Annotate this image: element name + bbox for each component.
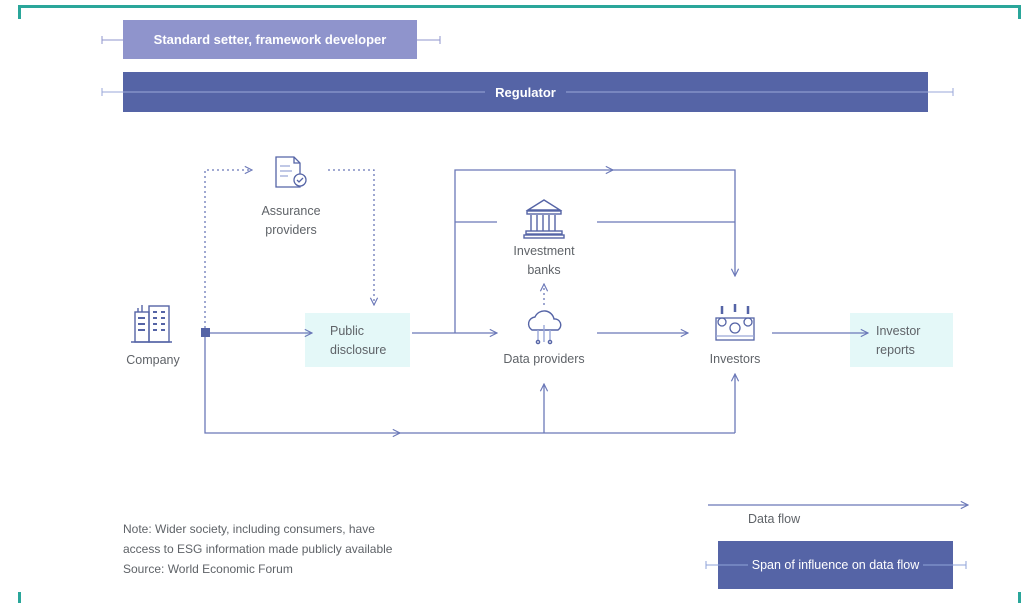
frame-right-tick bbox=[1018, 5, 1021, 19]
public-disclosure-line1: Public bbox=[330, 324, 365, 338]
bank-icon bbox=[523, 199, 565, 239]
span-of-influence-label: Span of influence on data flow bbox=[747, 558, 924, 572]
footnote-line1: Note: Wider society, including consumers… bbox=[123, 522, 375, 536]
bottom-route-line bbox=[204, 333, 735, 434]
investor-reports-line2: reports bbox=[876, 343, 915, 357]
assurance-label-line1: Assurance bbox=[261, 204, 321, 218]
building-icon bbox=[131, 305, 172, 343]
assurance-providers-label: Assurance providers bbox=[246, 202, 336, 240]
frame-left-tick bbox=[18, 5, 21, 19]
footnote-source: Source: World Economic Forum bbox=[123, 562, 293, 576]
investment-banks-line2: banks bbox=[527, 263, 561, 277]
regulator-label: Regulator bbox=[485, 84, 566, 100]
frame-bottom-left-tick bbox=[18, 592, 21, 603]
investors-label: Investors bbox=[709, 352, 761, 366]
public-disclosure-line2: disclosure bbox=[330, 343, 387, 357]
money-stacks-icon bbox=[715, 304, 755, 341]
investor-reports-label: Investor reports bbox=[876, 322, 946, 360]
company-label: Company bbox=[126, 353, 180, 367]
investor-reports-line1: Investor bbox=[876, 324, 921, 338]
standard-setter-bar: Standard setter, framework developer bbox=[123, 20, 417, 59]
top-route-to-investors bbox=[454, 169, 735, 333]
company-junction-square bbox=[201, 328, 210, 337]
investor-reports-box bbox=[850, 313, 953, 367]
legend-data-flow-label: Data flow bbox=[748, 512, 801, 526]
frame-bottom-right-tick bbox=[1018, 592, 1021, 603]
public-disclosure-label: Public disclosure bbox=[330, 322, 410, 360]
investment-banks-line1: Investment bbox=[513, 244, 575, 258]
footnote: Note: Wider society, including consumers… bbox=[123, 519, 392, 579]
frame-top-line bbox=[18, 5, 1021, 8]
assurance-to-disclosure-dotted bbox=[328, 169, 374, 305]
company-to-assurance-dotted bbox=[204, 170, 252, 333]
span-of-influence-legend-bar: Span of influence on data flow bbox=[718, 541, 953, 589]
footnote-line2: access to ESG information made publicly … bbox=[123, 542, 393, 556]
assurance-label-line2: providers bbox=[265, 223, 317, 237]
data-providers-label: Data providers bbox=[503, 352, 585, 366]
standard-setter-label: Standard setter, framework developer bbox=[143, 32, 397, 47]
document-check-icon bbox=[275, 156, 307, 188]
cloud-data-icon bbox=[527, 310, 562, 345]
investment-banks-label: Investment banks bbox=[499, 242, 589, 280]
public-disclosure-box bbox=[305, 313, 410, 367]
